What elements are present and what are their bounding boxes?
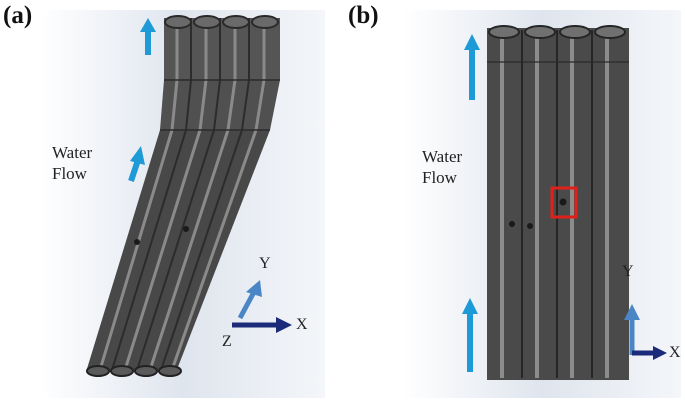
- tube-bundle-b: [487, 25, 629, 380]
- flow-arrow-a-top: [140, 18, 156, 55]
- flow-arrow-b-bottom: [462, 298, 478, 372]
- flow-label-b: Water Flow: [422, 146, 462, 188]
- tube-bundle-a: [86, 15, 280, 377]
- axes-b: [624, 304, 667, 360]
- panel-b: (b): [345, 0, 685, 402]
- panel-b-label: (b): [348, 2, 379, 29]
- flow-label-b-line1: Water: [422, 147, 463, 166]
- flow-label-b-line2: Flow: [422, 168, 457, 187]
- flow-arrow-b-top: [464, 34, 480, 100]
- panel-a-label: (a): [3, 2, 33, 29]
- panel-a-figure: [40, 10, 325, 398]
- flow-arrow-a-mid: [128, 146, 145, 182]
- axis-b-x-label: X: [669, 344, 681, 361]
- flow-label-a-line1: Water: [52, 143, 93, 162]
- axis-a-y-label: Y: [259, 255, 271, 272]
- axis-a-z-label: Z: [222, 333, 232, 350]
- highlight-box: [550, 186, 578, 219]
- flow-label-a: Water Flow: [52, 142, 92, 184]
- axes-a: [232, 280, 292, 333]
- flow-label-a-line2: Flow: [52, 164, 87, 183]
- panel-a: (a): [0, 0, 330, 402]
- axis-a-x-label: X: [296, 316, 308, 333]
- axis-b-y-label: Y: [622, 263, 634, 280]
- panel-b-figure: [403, 10, 681, 398]
